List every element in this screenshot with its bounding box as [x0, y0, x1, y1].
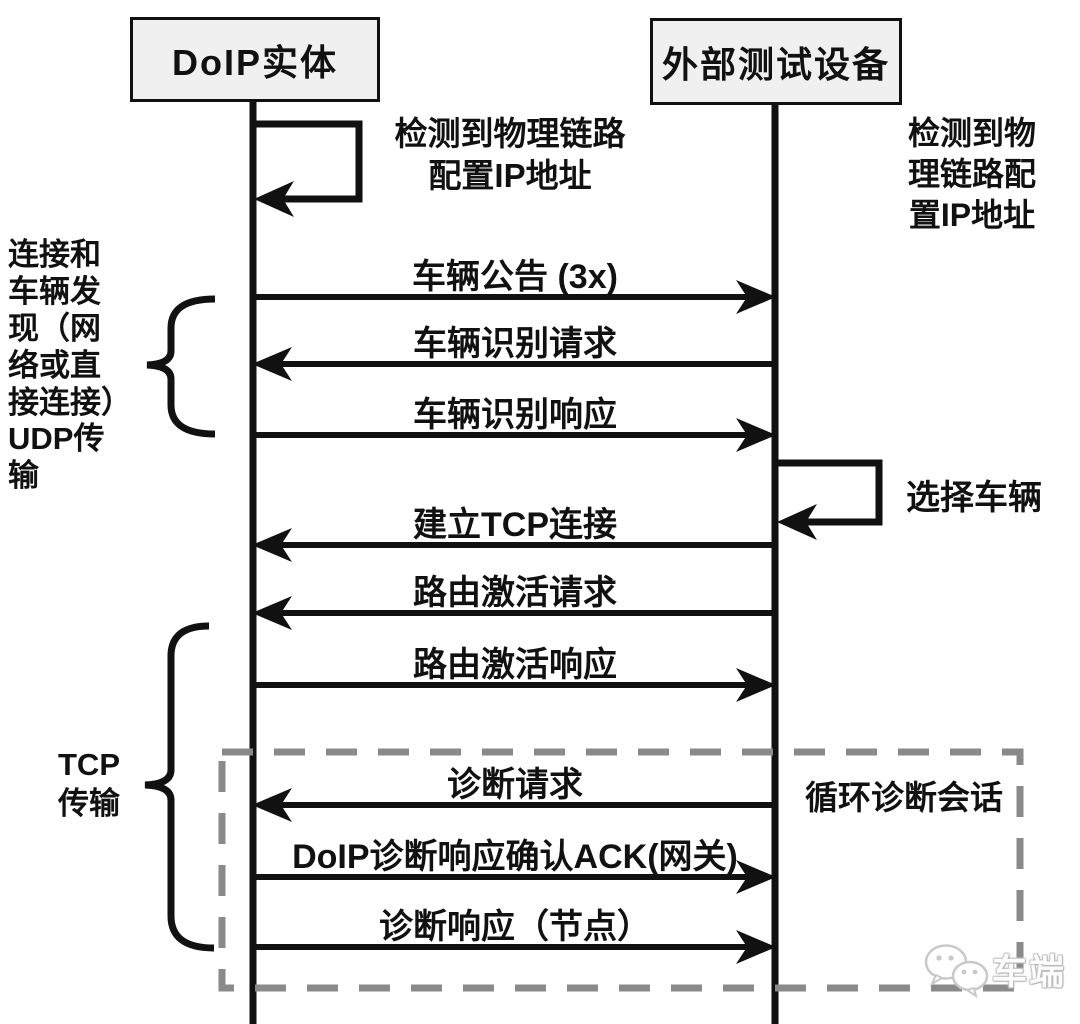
- self-message-label-configure-ip-right: 检测到物 理链路配 置IP地址: [907, 115, 1036, 233]
- self-message-label-configure-ip-left: 检测到物理链路 配置IP地址: [394, 115, 626, 195]
- self-loop-right: [775, 459, 883, 526]
- message-arrowhead-tcp-connect: [252, 528, 292, 562]
- message-arrowhead-vehicle-id-response: [736, 418, 776, 452]
- message-label-vehicle-id-request: 车辆识别请求: [413, 325, 617, 363]
- message-arrowhead-diagnostic-ack: [736, 860, 776, 894]
- message-label-vehicle-id-response: 车辆识别响应: [413, 396, 617, 434]
- message-label-diagnostic-ack: DoIP诊断响应确认ACK(网关): [292, 838, 738, 876]
- message-arrowhead-routing-activation-request: [252, 596, 292, 630]
- message-label-routing-activation-response: 路由激活响应: [413, 646, 617, 684]
- message-arrowhead-vehicle-id-request: [252, 347, 292, 381]
- message-label-diagnostic-response: 诊断响应（节点）: [379, 908, 651, 946]
- loop-frame: [218, 748, 1024, 992]
- message-arrowhead-routing-activation-response: [736, 668, 776, 702]
- watermark: 车端: [922, 938, 1078, 1000]
- message-label-vehicle-announcement: 车辆公告 (3x): [412, 258, 618, 296]
- self-loop-left: [253, 120, 363, 203]
- message-arrowhead-diagnostic-request: [252, 788, 292, 822]
- actor-box-external-tester: 外部测试设备: [650, 18, 902, 105]
- message-label-routing-activation-request: 路由激活请求: [413, 574, 617, 612]
- message-label-tcp-connect: 建立TCP连接: [413, 506, 617, 544]
- self-loop-left-arrowhead: [254, 181, 294, 217]
- brace-tcp-phase: [144, 622, 215, 952]
- brace-udp-phase: [146, 295, 216, 438]
- watermark-label: 车端: [992, 952, 1067, 992]
- actor-label-external-tester: 外部测试设备: [661, 43, 890, 85]
- loop-frame-label: 循环诊断会话: [805, 779, 1003, 816]
- phase-label-tcp: TCP 传输: [58, 747, 120, 822]
- message-label-diagnostic-request: 诊断请求: [447, 766, 583, 804]
- self-loop-right-arrowhead: [777, 504, 817, 540]
- wechat-icon: [924, 944, 989, 998]
- actor-label-doip-entity: DoIP实体: [171, 41, 338, 83]
- actor-box-doip-entity: DoIP实体: [130, 17, 380, 102]
- message-arrowhead-diagnostic-response: [736, 930, 776, 964]
- self-message-label-select-vehicle: 选择车辆: [906, 479, 1042, 517]
- phase-label-udp: 连接和 车辆发 现（网 络或直 接连接） UDP传 输: [8, 237, 132, 494]
- message-arrowhead-vehicle-announcement: [736, 280, 776, 314]
